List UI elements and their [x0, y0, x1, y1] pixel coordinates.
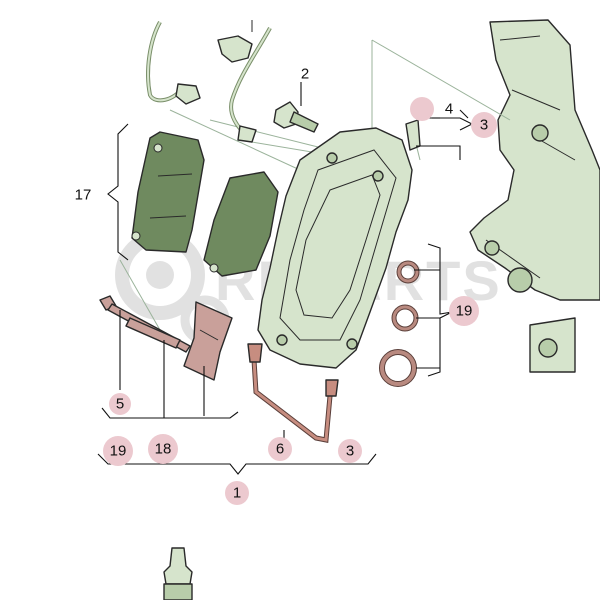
guide-pin [125, 317, 181, 349]
seal-rings [379, 260, 420, 387]
callout-17: 17 [75, 187, 92, 204]
brake-pipes [146, 20, 272, 143]
callout-19-right: 19 [456, 303, 473, 320]
callout-2: 2 [301, 66, 309, 83]
callout-4: 4 [445, 101, 453, 118]
bleed-nipple-bottom [163, 547, 193, 600]
callout-labels: 1 2 3 3 4 5 6 17 18 19 19 [75, 66, 489, 502]
callout-18: 18 [155, 441, 172, 458]
callout-badges [103, 97, 497, 505]
callout-19-left: 19 [110, 443, 127, 460]
caliper-bolt [273, 101, 319, 133]
brake-pad-right [203, 171, 279, 277]
callout-3-top: 3 [480, 117, 488, 134]
caliper-housing [257, 127, 413, 369]
callout-3-bottom: 3 [346, 443, 354, 460]
pad-retaining-spring [183, 301, 233, 381]
steering-knuckle [469, 19, 600, 373]
brake-hose [247, 343, 339, 443]
callout-6: 6 [276, 441, 284, 458]
callout-5: 5 [116, 396, 124, 413]
brake-pad-left [131, 131, 205, 253]
callout-1: 1 [233, 485, 241, 502]
